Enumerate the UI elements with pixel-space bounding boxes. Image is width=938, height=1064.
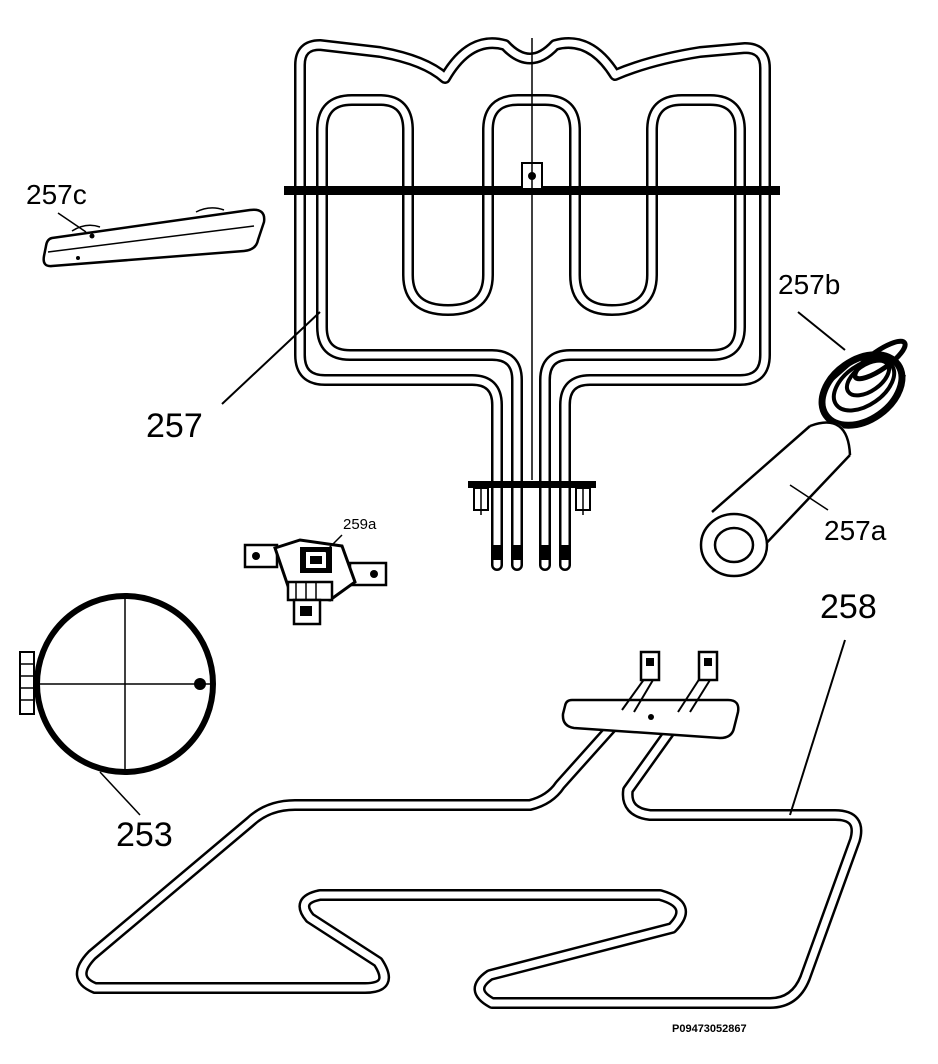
- leader-line-258: [789, 639, 846, 816]
- leader-line-257c: [57, 212, 87, 233]
- label-257: 257: [146, 407, 203, 445]
- label-259a: 259a: [343, 516, 377, 533]
- label-253: 253: [116, 816, 173, 854]
- label-258: 258: [820, 588, 877, 626]
- reference-code: P09473052867: [672, 1023, 747, 1035]
- label-257b: 257b: [778, 269, 840, 300]
- grill-heating-element-257: [284, 37, 780, 571]
- label-257c: 257c: [26, 179, 87, 210]
- leader-line-253: [99, 771, 141, 816]
- leader-line-257a: [789, 484, 829, 511]
- grommet-257b: [818, 338, 908, 429]
- leader-line-259a: [324, 534, 343, 553]
- leader-line-257: [221, 311, 321, 405]
- label-257a: 257a: [824, 515, 887, 546]
- leader-line-257b: [797, 311, 846, 351]
- bottom-heating-element-258: [75, 650, 863, 1009]
- tube-sleeve-257a: [699, 421, 852, 578]
- thermostat-259a: [243, 538, 388, 626]
- cover-strip-257c: [42, 207, 266, 268]
- circular-heating-element-253: [19, 593, 216, 775]
